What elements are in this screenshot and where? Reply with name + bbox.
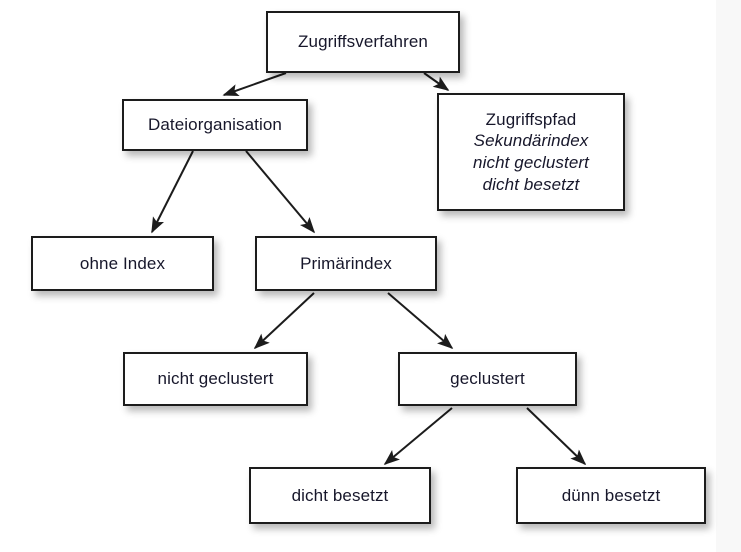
node-ohne-index-lines: ohne Index xyxy=(33,253,212,275)
node-dicht-besetzt[interactable]: dicht besetzt xyxy=(249,467,431,524)
node-line: nicht geclustert xyxy=(157,369,274,389)
edge-zugriffsverfahren-dateiorganisation xyxy=(222,72,287,97)
edge-dateiorganisation-primaerindex xyxy=(245,150,316,234)
edge-geclustert-dicht-besetzt xyxy=(383,407,453,466)
node-line: Zugriffspfad xyxy=(485,109,577,129)
node-primaerindex[interactable]: Primärindex xyxy=(255,236,437,291)
node-ohne-index[interactable]: ohne Index xyxy=(31,236,214,291)
node-zugriffspfad-lines: Zugriffspfad Sekundärindex nicht geclust… xyxy=(439,109,623,196)
node-zugriffsverfahren-lines: Zugriffsverfahren xyxy=(268,31,458,53)
node-line: Sekundärindex xyxy=(473,131,589,151)
edge-primaerindex-geclustert xyxy=(387,292,454,350)
node-duenn-besetzt[interactable]: dünn besetzt xyxy=(516,467,706,524)
node-line: dicht besetzt xyxy=(482,174,580,194)
node-dateiorganisation-lines: Dateiorganisation xyxy=(124,114,306,136)
edge-zugriffsverfahren-zugriffspfad xyxy=(423,72,450,91)
node-line: geclustert xyxy=(450,369,525,389)
node-line: dicht besetzt xyxy=(291,485,389,505)
node-primaerindex-lines: Primärindex xyxy=(257,253,435,275)
node-line: nicht geclustert xyxy=(473,153,589,172)
edge-dateiorganisation-ohne-index xyxy=(151,150,194,234)
page-side-band xyxy=(716,0,741,552)
node-geclustert[interactable]: geclustert xyxy=(398,352,577,406)
edge-primaerindex-nicht-geclustert xyxy=(253,292,315,350)
node-dateiorganisation[interactable]: Dateiorganisation xyxy=(122,99,308,151)
node-nicht-geclustert[interactable]: nicht geclustert xyxy=(123,352,308,406)
node-geclustert-lines: geclustert xyxy=(400,368,575,390)
edge-geclustert-duenn-besetzt xyxy=(526,407,587,466)
node-line: Primärindex xyxy=(300,253,392,273)
node-line: Dateiorganisation xyxy=(147,115,282,135)
node-zugriffsverfahren[interactable]: Zugriffsverfahren xyxy=(266,11,460,73)
node-line: ohne Index xyxy=(79,253,166,273)
node-line: dünn besetzt xyxy=(561,485,661,505)
node-nicht-geclustert-lines: nicht geclustert xyxy=(125,368,306,390)
node-zugriffspfad[interactable]: Zugriffspfad Sekundärindex nicht geclust… xyxy=(437,93,625,211)
node-dicht-besetzt-lines: dicht besetzt xyxy=(251,485,429,507)
node-duenn-besetzt-lines: dünn besetzt xyxy=(518,485,704,507)
node-line: Zugriffsverfahren xyxy=(298,32,428,52)
